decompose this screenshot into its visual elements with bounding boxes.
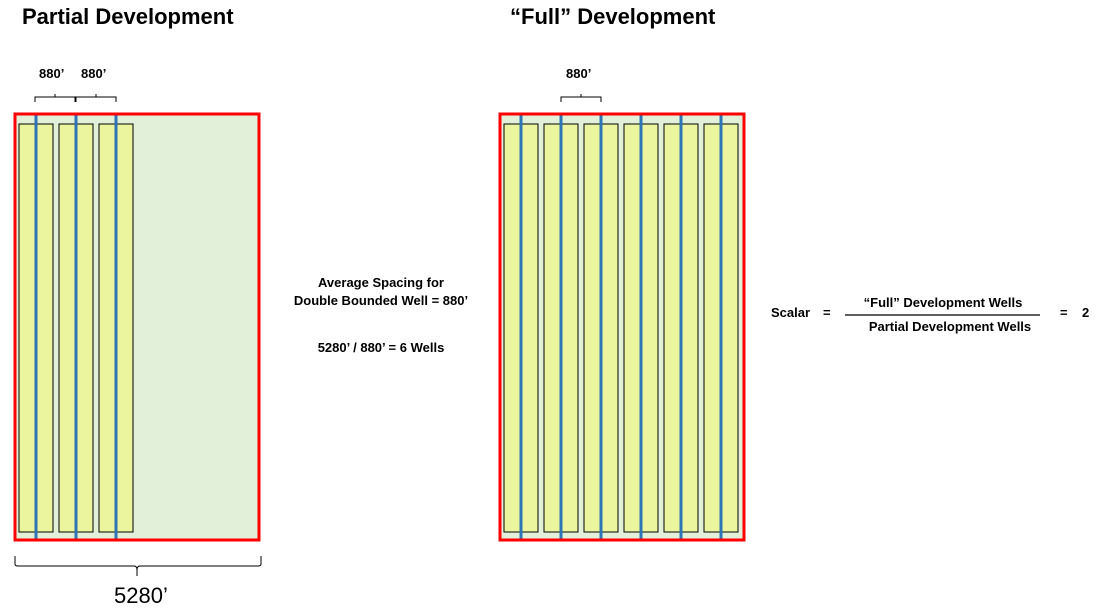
partial-wells [18,114,134,540]
partial-spacing-brace-1 [34,94,76,102]
partial-spacing-label-1: 880’ [39,66,65,81]
scalar-result: 2 [1082,305,1090,320]
full-tract-fill [500,114,744,540]
partial-spacing-brace-2 [75,94,117,102]
scalar-equals-1: = [823,305,831,320]
average-spacing-text-1: Average Spacing for [318,275,444,290]
full-spacing-label: 880’ [566,66,592,81]
full-tract-boundary [498,112,746,542]
scalar-numerator: “Full” Development Wells [863,295,1023,310]
full-tract [498,112,746,542]
average-spacing-text-2: Double Bounded Well = 880’ [293,293,469,308]
partial-tract [13,112,261,542]
partial-tract-boundary [13,112,261,542]
full-wells [503,114,739,540]
partial-spacing-label-2: 880’ [81,66,107,81]
full-spacing-brace [560,94,602,102]
full-development-title: “Full” Development [510,4,716,29]
well-count-calculation: 5280’ / 880’ = 6 Wells [317,340,445,355]
partial-tract-fill [15,114,259,540]
scalar-denominator: Partial Development Wells [868,319,1032,334]
tract-width-label: 5280’ [114,583,168,608]
tract-width-brace [14,556,262,576]
scalar-equals-2: = [1060,305,1068,320]
scalar-label: Scalar [771,305,811,320]
partial-development-title: Partial Development [22,4,234,29]
